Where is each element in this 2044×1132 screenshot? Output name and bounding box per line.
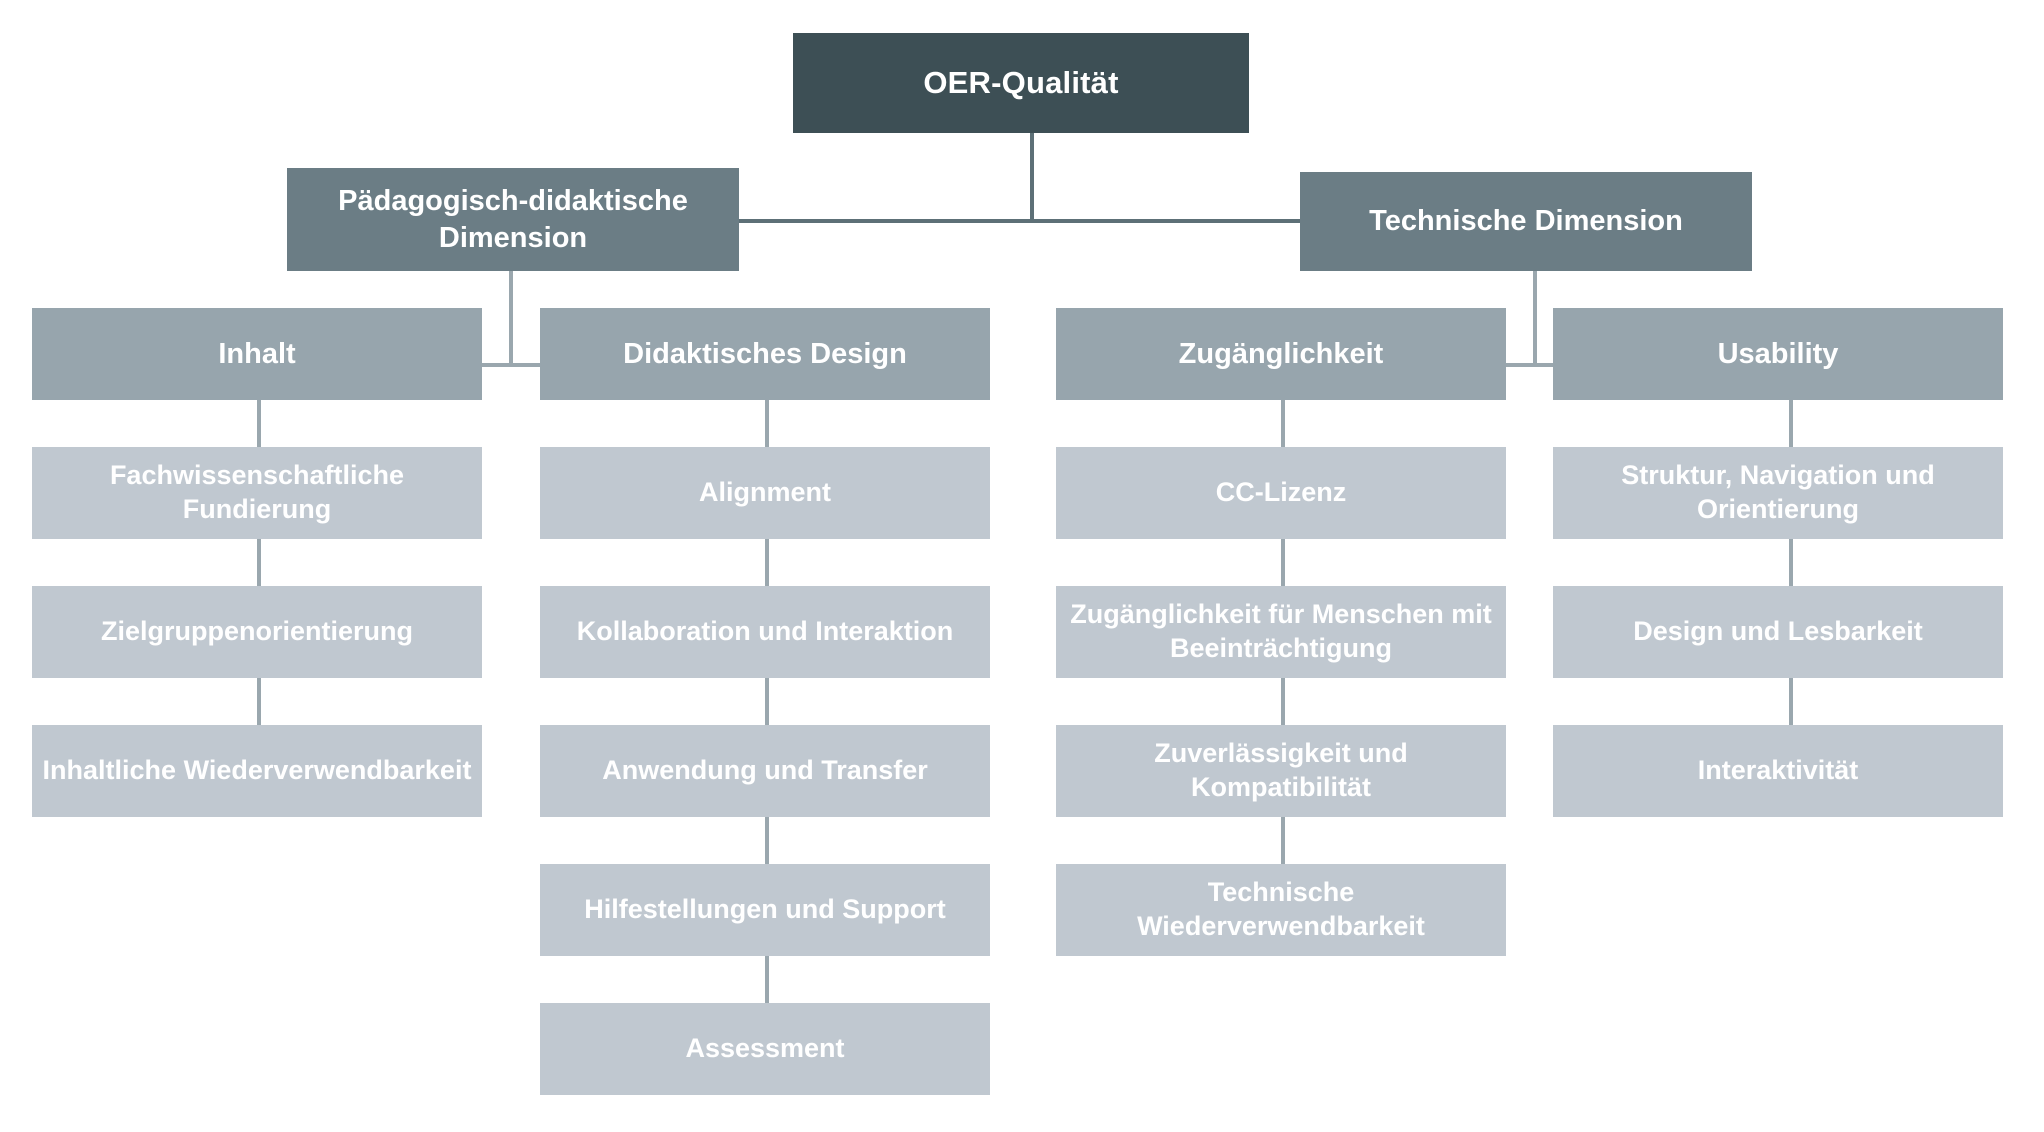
node-criterion-label: Interaktivität [1697,755,1859,786]
node-criterion-label: Kollaboration und Interaktion [576,616,954,647]
node-category-zugaenglichkeit[interactable]: Zugänglichkeit [1056,308,1506,400]
node-category-label: Inhalt [218,337,296,370]
node-criterion-label: Fachwissenschaftliche Fundierung [109,460,405,524]
node-dimension-label: Pädagogisch-didaktische Dimension [338,185,688,254]
node-dimension-technisch[interactable]: Technische Dimension [1300,172,1752,271]
node-criterion-label: Hilfestellungen und Support [584,894,946,925]
node-criterion-label: Zielgruppenorientierung [100,616,413,647]
node-dimension-paedagogisch-didaktisch[interactable]: Pädagogisch-didaktische Dimension [287,168,739,271]
node-category-label: Zugänglichkeit [1178,337,1384,370]
node-criterion-label: Zuverlässigkeit und Kompatibilität [1154,738,1408,802]
connector-dimension-bar [734,219,1302,223]
node-category-didaktisches-design[interactable]: Didaktisches Design [540,308,990,400]
node-category-label: Usability [1717,337,1839,370]
node-criterion-label: Design und Lesbarkeit [1633,616,1923,647]
node-criterion-technische-wiederverwendbarkeit[interactable]: Technische Wiederverwendbarkeit [1056,864,1506,956]
node-criterion-struktur-navigation-orientierung[interactable]: Struktur, Navigation und Orientierung [1553,447,2003,539]
connector-pedagogical-down [509,267,513,367]
node-criterion-fachwissenschaftliche-fundierung[interactable]: Fachwissenschaftliche Fundierung [32,447,482,539]
node-criterion-cc-lizenz[interactable]: CC-Lizenz [1056,447,1506,539]
node-category-label: Didaktisches Design [623,337,907,370]
connector-technical-category-bar [1281,363,1789,367]
node-criterion-kollaboration-und-interaktion[interactable]: Kollaboration und Interaktion [540,586,990,678]
node-criterion-design-und-lesbarkeit[interactable]: Design und Lesbarkeit [1553,586,2003,678]
node-criterion-label: Anwendung und Transfer [602,755,928,786]
node-criterion-alignment[interactable]: Alignment [540,447,990,539]
node-criterion-label: Struktur, Navigation und Orientierung [1621,460,1935,524]
node-criterion-label: CC-Lizenz [1215,477,1347,508]
node-criterion-zugaenglichkeit-beeintraechtigung[interactable]: Zugänglichkeit für Menschen mit Beeinträ… [1056,586,1506,678]
node-criterion-label: Assessment [685,1033,845,1064]
node-root-label: OER-Qualität [923,64,1119,100]
node-criterion-assessment[interactable]: Assessment [540,1003,990,1095]
connector-technical-down [1533,267,1537,367]
node-criterion-label: Alignment [699,477,831,508]
node-category-inhalt[interactable]: Inhalt [32,308,482,400]
connector-pedagogical-category-bar [257,363,765,367]
node-criterion-zuverlaessigkeit-und-kompatibilitaet[interactable]: Zuverlässigkeit und Kompatibilität [1056,725,1506,817]
node-criterion-label: Technische Wiederverwendbarkeit [1137,877,1425,941]
node-category-usability[interactable]: Usability [1553,308,2003,400]
node-criterion-interaktivitaet[interactable]: Interaktivität [1553,725,2003,817]
node-criterion-inhaltliche-wiederverwendbarkeit[interactable]: Inhaltliche Wiederverwendbarkeit [32,725,482,817]
node-criterion-label: Zugänglichkeit für Menschen mit Beeinträ… [1070,599,1492,663]
node-criterion-zielgruppenorientierung[interactable]: Zielgruppenorientierung [32,586,482,678]
node-dimension-label: Technische Dimension [1369,205,1683,238]
node-root-oer-qualitaet[interactable]: OER-Qualität [793,33,1249,133]
connector-root-down [1030,133,1034,222]
node-criterion-hilfestellungen-und-support[interactable]: Hilfestellungen und Support [540,864,990,956]
node-criterion-anwendung-und-transfer[interactable]: Anwendung und Transfer [540,725,990,817]
node-criterion-label: Inhaltliche Wiederverwendbarkeit [42,755,472,786]
